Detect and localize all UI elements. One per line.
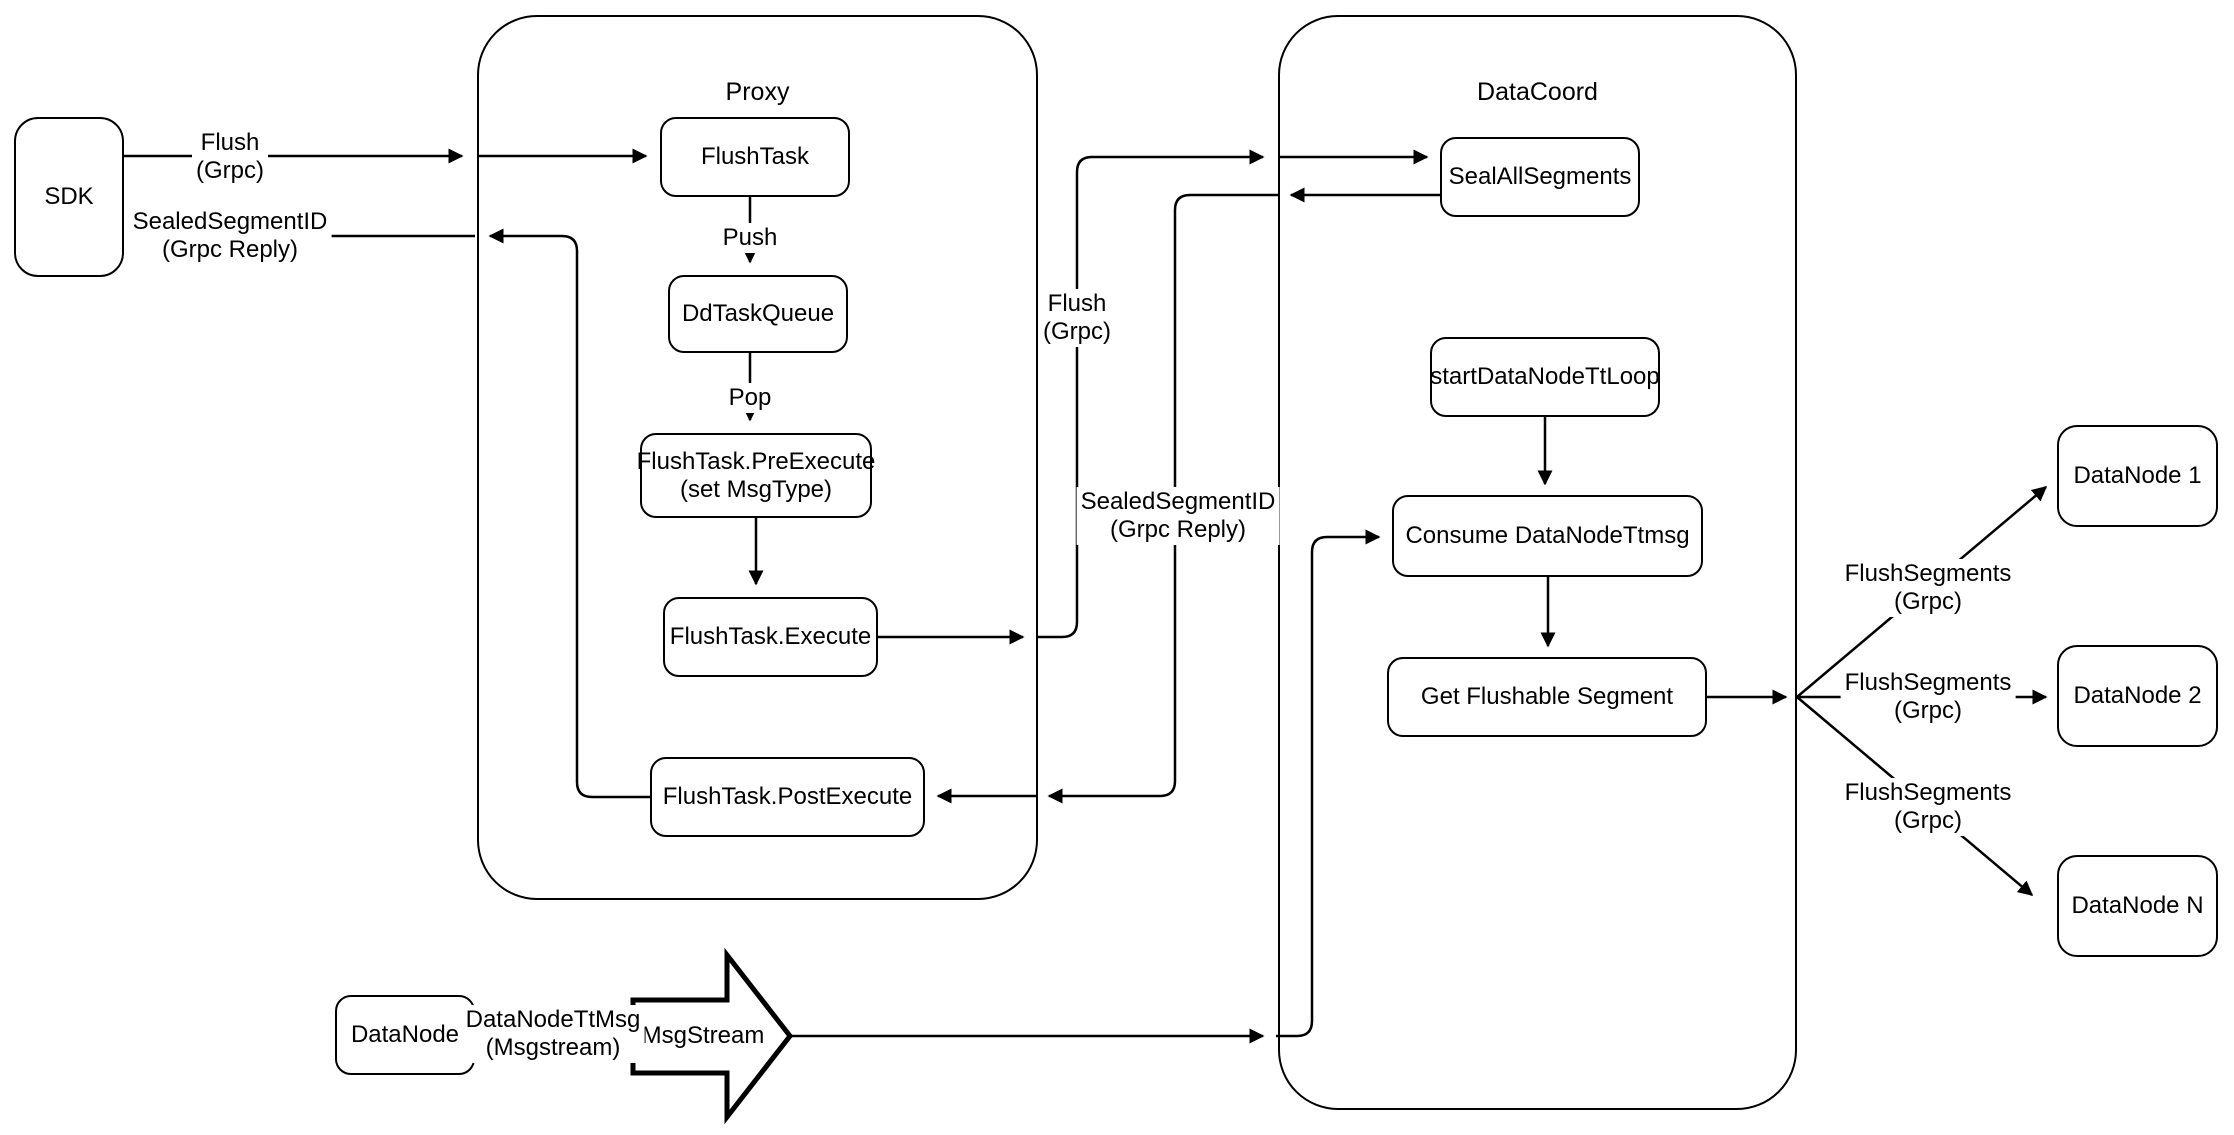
edge-label-push: Push	[718, 223, 782, 253]
edge-label-flushsegments-3: FlushSegments (Grpc)	[1840, 778, 2016, 836]
node-flushtask-execute: FlushTask.Execute	[663, 597, 878, 677]
node-ddtaskqueue: DdTaskQueue	[668, 275, 848, 353]
node-flushtask: FlushTask	[660, 117, 850, 197]
node-startdatanodettloop: startDataNodeTtLoop	[1430, 337, 1660, 417]
edge-label-flush-grpc-proxy: Flush (Grpc)	[1039, 289, 1115, 347]
msgstream-label: MsgStream	[641, 1022, 765, 1049]
edge-label-flush-grpc-sdk: Flush (Grpc)	[192, 128, 268, 186]
edge-label-sealedsegmentid-proxy: SealedSegmentID (Grpc Reply)	[1076, 487, 1280, 545]
node-get-flushable-segment: Get Flushable Segment	[1387, 657, 1707, 737]
container-proxy-title: Proxy	[725, 78, 790, 106]
edge-msgstream-consume	[790, 529, 1381, 1044]
edge-postexecute-sdk-reply	[135, 228, 650, 799]
node-datanode: DataNode	[335, 995, 475, 1075]
node-datanode-2: DataNode 2	[2057, 645, 2218, 747]
edge-label-datanodettmsg: DataNodeTtMsg (Msgstream)	[461, 1005, 645, 1063]
node-consume-datanodettmsg: Consume DataNodeTtmsg	[1392, 495, 1703, 577]
edge-execute-sealallsegments	[878, 149, 1429, 645]
container-datacoord-title: DataCoord	[1477, 78, 1598, 106]
edge-label-flushsegments-1: FlushSegments (Grpc)	[1840, 559, 2016, 617]
edge-label-sealedsegmentid-sdk: SealedSegmentID (Grpc Reply)	[128, 207, 332, 265]
node-datanode-1: DataNode 1	[2057, 425, 2218, 527]
msgstream-block-arrow	[630, 947, 794, 1125]
edge-label-pop: Pop	[724, 383, 776, 413]
node-sdk: SDK	[14, 117, 124, 277]
node-flushtask-postexecute: FlushTask.PostExecute	[650, 757, 925, 837]
node-flushtask-preexecute: FlushTask.PreExecute (set MsgType)	[637, 433, 875, 518]
edge-label-flushsegments-2: FlushSegments (Grpc)	[1840, 668, 2016, 726]
node-sealallsegments: SealAllSegments	[1440, 137, 1640, 217]
node-datanode-n: DataNode N	[2057, 855, 2218, 957]
